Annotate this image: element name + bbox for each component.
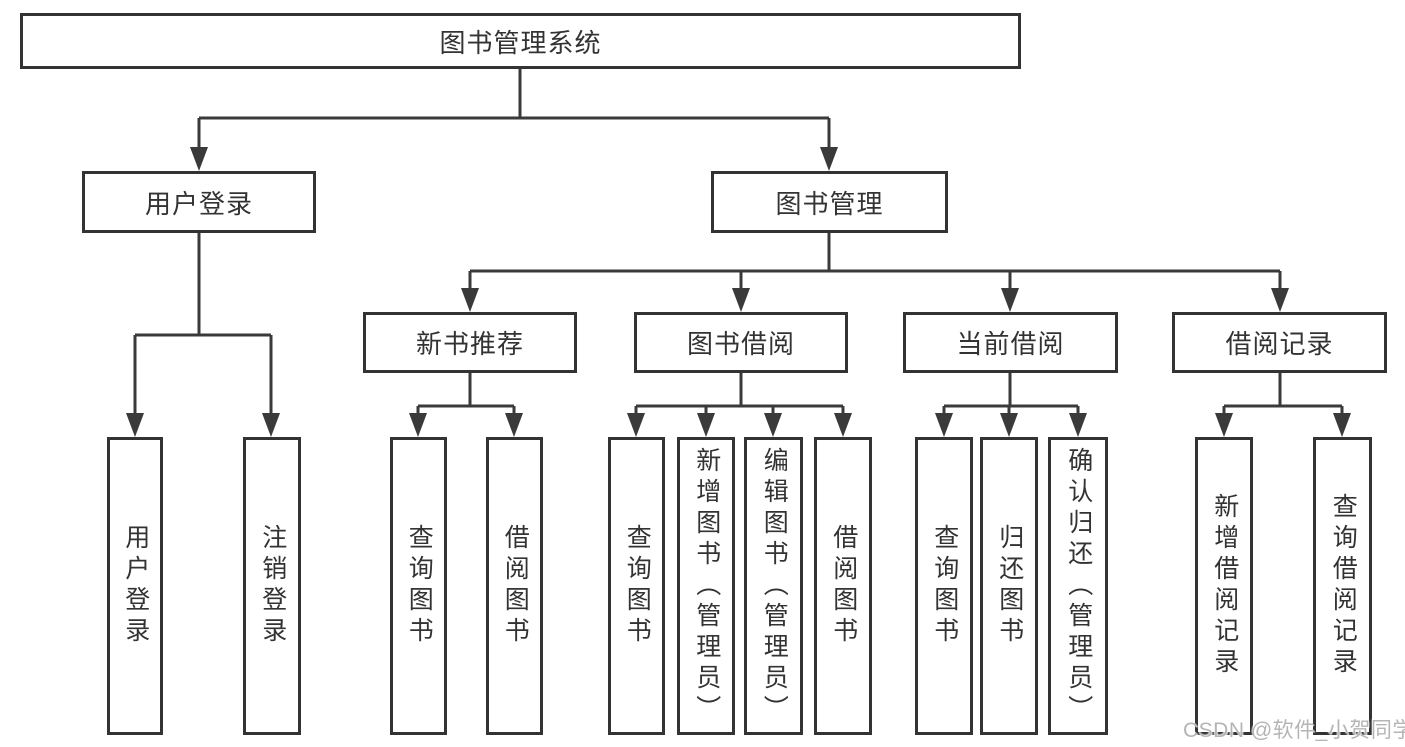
connector-book-management xyxy=(461,233,1289,312)
node-label: 图书管理系统 xyxy=(439,27,602,58)
leaf-label: 确认归还（管理员） xyxy=(1064,446,1093,726)
node-label: 新书推荐 xyxy=(415,329,524,359)
leaf-label: 查询图书 xyxy=(930,524,959,648)
leaf-label: 用户登录 xyxy=(121,524,150,648)
node-current-borrow: 当前借阅 xyxy=(903,312,1118,373)
connector-borrow-records xyxy=(1215,373,1351,437)
leaf-label: 注销登录 xyxy=(258,524,287,648)
watermark: CSDN @软件_小贺同学 xyxy=(1183,719,1405,742)
node-label: 图书借阅 xyxy=(686,329,795,359)
connector-root xyxy=(190,69,838,171)
leaf-query-books-current: 查询图书 xyxy=(915,437,973,735)
leaf-label: 编辑图书（管理员） xyxy=(760,446,789,726)
leaf-borrow-books-recommend: 借阅图书 xyxy=(486,437,543,735)
leaf-label: 借阅图书 xyxy=(829,524,858,648)
connector-new-book-recommend xyxy=(409,373,523,437)
node-user-login: 用户登录 xyxy=(82,171,316,233)
node-library-system: 图书管理系统 xyxy=(20,13,1021,69)
connector-book-borrow xyxy=(627,373,852,437)
leaf-edit-book-admin: 编辑图书（管理员） xyxy=(744,437,803,735)
leaf-label: 新增图书（管理员） xyxy=(692,446,721,726)
node-book-borrow: 图书借阅 xyxy=(634,312,848,373)
leaf-label: 查询图书 xyxy=(405,524,434,648)
connector-user-login xyxy=(126,233,280,437)
leaf-label: 归还图书 xyxy=(995,524,1024,648)
leaf-label: 查询图书 xyxy=(623,524,652,648)
leaf-logout: 注销登录 xyxy=(243,437,301,735)
leaf-add-borrow-record: 新增借阅记录 xyxy=(1195,437,1253,735)
node-borrow-records: 借阅记录 xyxy=(1172,312,1387,373)
leaf-label: 借阅图书 xyxy=(501,524,530,648)
connector-current-borrow xyxy=(935,373,1087,437)
node-book-management: 图书管理 xyxy=(711,171,948,233)
leaf-return-books: 归还图书 xyxy=(980,437,1038,735)
node-label: 图书管理 xyxy=(775,188,884,219)
leaf-label: 新增借阅记录 xyxy=(1210,493,1239,679)
leaf-label: 查询借阅记录 xyxy=(1329,493,1358,679)
node-label: 当前借阅 xyxy=(956,329,1065,359)
leaf-query-borrow-record: 查询借阅记录 xyxy=(1313,437,1372,735)
node-label: 借阅记录 xyxy=(1225,329,1334,359)
leaf-query-books-borrow: 查询图书 xyxy=(608,437,665,735)
leaf-query-books-recommend: 查询图书 xyxy=(390,437,447,735)
leaf-user-login: 用户登录 xyxy=(107,437,163,735)
leaf-add-book-admin: 新增图书（管理员） xyxy=(677,437,735,735)
node-new-book-recommend: 新书推荐 xyxy=(363,312,577,373)
leaf-confirm-return-admin: 确认归还（管理员） xyxy=(1048,437,1108,735)
leaf-borrow-books-borrow: 借阅图书 xyxy=(814,437,872,735)
node-label: 用户登录 xyxy=(144,188,253,219)
